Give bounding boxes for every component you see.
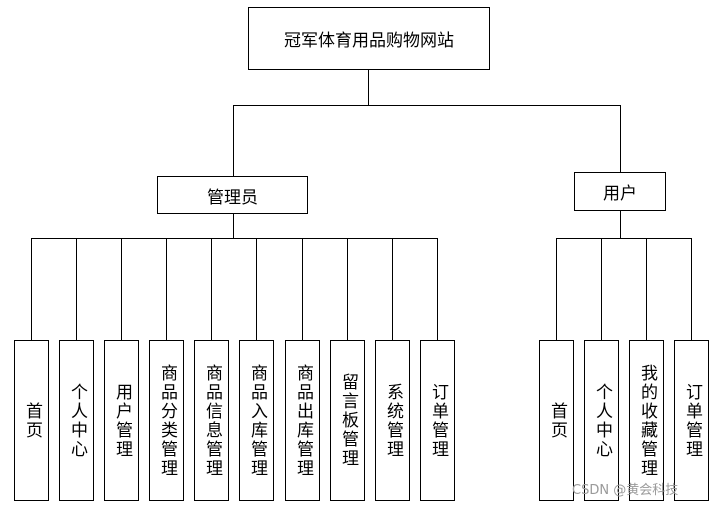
admin-node: 管理员 [157, 176, 308, 214]
module-label: 系统管理 [383, 382, 403, 459]
module-label: 我的收藏管理 [637, 363, 657, 478]
module-label: 首页 [547, 401, 567, 440]
module-label: 商品入库管理 [247, 363, 267, 478]
user-label: 用户 [603, 184, 637, 204]
admin-module-home: 首页 [14, 340, 49, 501]
module-label: 商品分类管理 [157, 363, 177, 478]
admin-label: 管理员 [207, 187, 258, 208]
admin-module-message-board-management: 留言板管理 [330, 340, 365, 501]
admin-module-user-management: 用户管理 [104, 340, 139, 501]
user-module-order-management: 订单管理 [674, 340, 709, 501]
module-label: 商品出库管理 [293, 363, 313, 478]
admin-module-stock-out-management: 商品出库管理 [285, 340, 320, 501]
admin-module-system-management: 系统管理 [375, 340, 410, 501]
user-module-personal-center: 个人中心 [584, 340, 619, 501]
admin-module-order-management: 订单管理 [420, 340, 455, 501]
admin-module-product-info-management: 商品信息管理 [194, 340, 229, 501]
module-label: 个人中心 [67, 382, 87, 459]
user-module-home: 首页 [539, 340, 574, 501]
root-label: 冠军体育用品购物网站 [284, 31, 454, 51]
module-label: 订单管理 [428, 382, 448, 459]
user-module-favorites-management: 我的收藏管理 [629, 340, 664, 501]
admin-module-category-management: 商品分类管理 [149, 340, 184, 501]
module-label: 留言板管理 [338, 373, 358, 468]
admin-module-stock-in-management: 商品入库管理 [239, 340, 274, 501]
module-label: 订单管理 [682, 382, 702, 459]
admin-module-personal-center: 个人中心 [59, 340, 94, 501]
module-label: 个人中心 [592, 382, 612, 459]
module-label: 商品信息管理 [202, 363, 222, 478]
module-label: 首页 [22, 401, 42, 440]
module-label: 用户管理 [112, 382, 132, 459]
root-node: 冠军体育用品购物网站 [248, 7, 490, 70]
user-node: 用户 [574, 172, 666, 211]
watermark-text: CSDN @黄会科技 [572, 483, 679, 498]
